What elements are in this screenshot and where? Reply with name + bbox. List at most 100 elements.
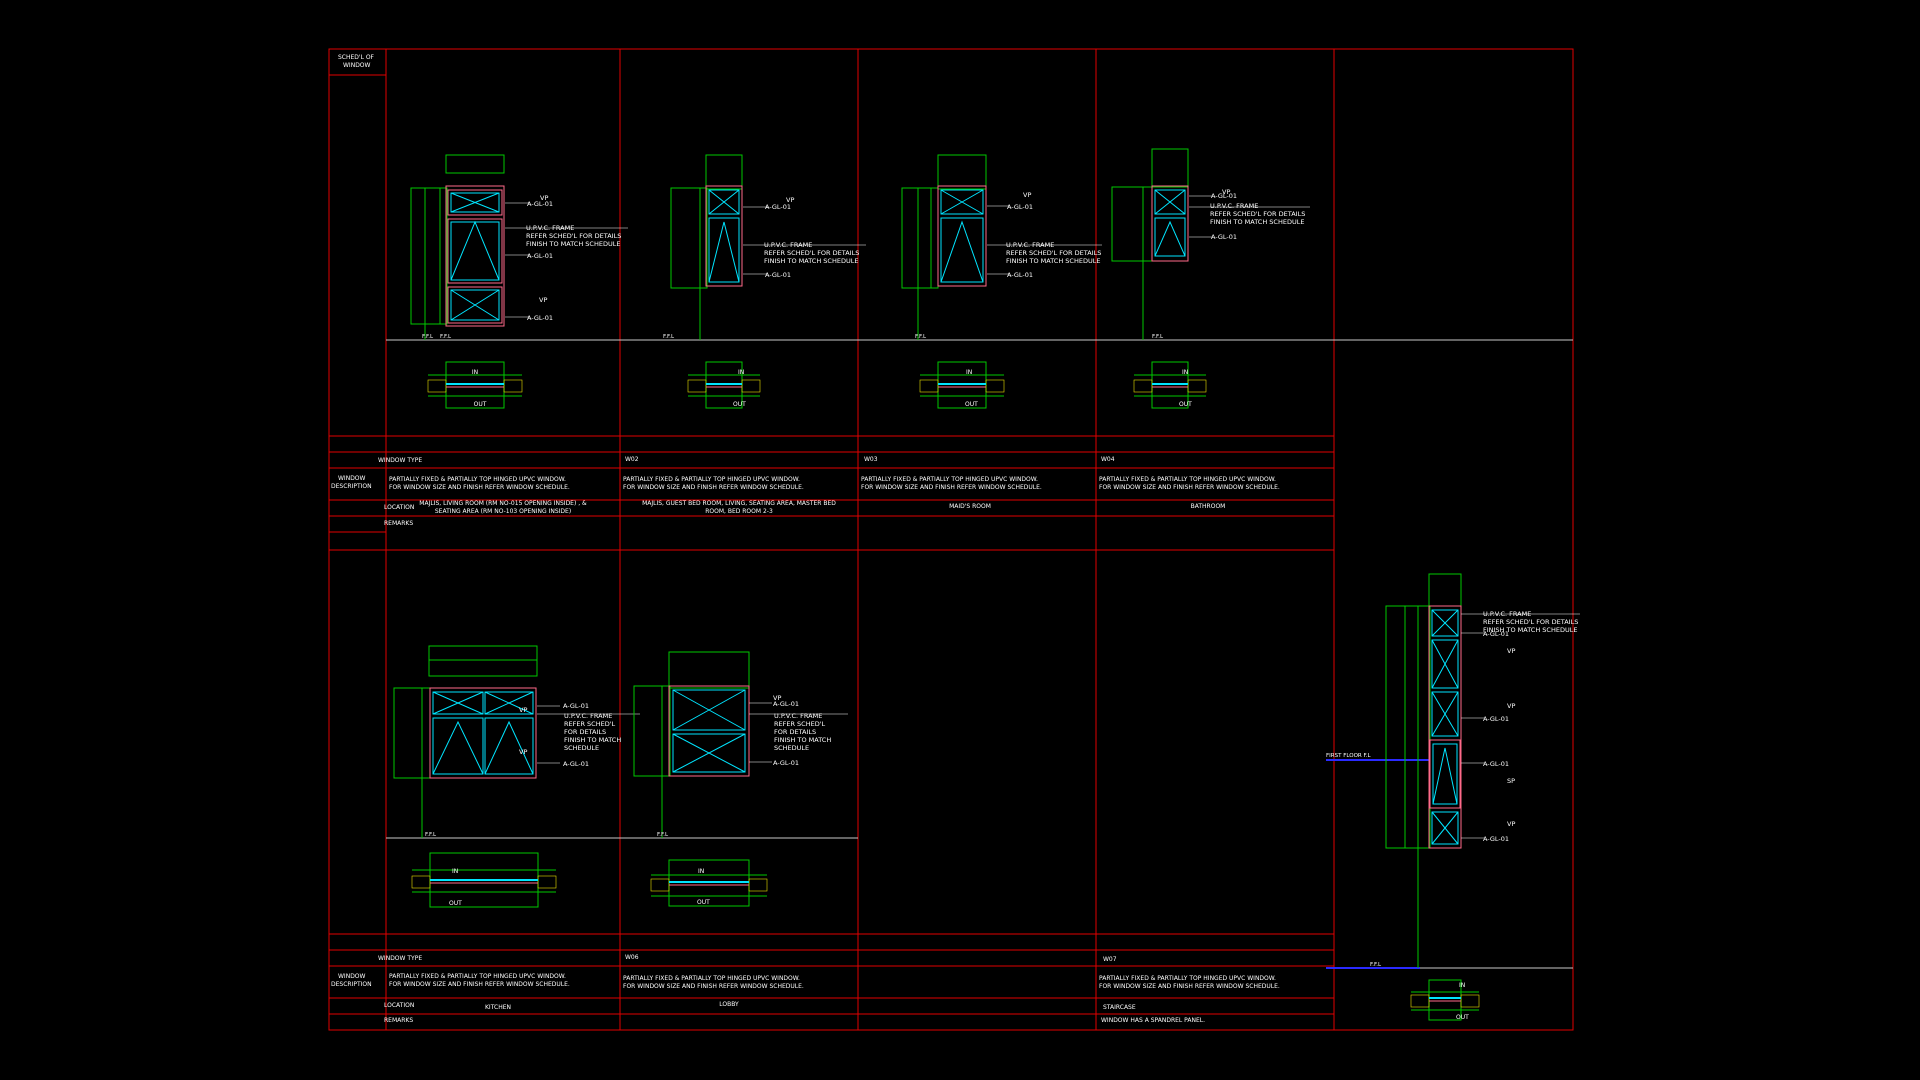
w05-in: IN (452, 868, 458, 875)
w03-out: OUT (965, 401, 978, 408)
w04-glass-2: A-GL-01 (1211, 233, 1237, 241)
w06-frame-1: U.P.V.C. FRAME (774, 712, 822, 720)
loc-3: MAID'S ROOM (949, 503, 991, 510)
w07-ffl: F.F.L (1370, 962, 1382, 968)
w07-vp-1: VP (1507, 647, 1515, 655)
type-col-7: W07 (1103, 956, 1117, 963)
w05-callouts: VP VP A-GL-01 U.P.V.C. FRAME REFER SCHED… (425, 702, 621, 838)
floor-lines (386, 339, 1573, 969)
w05-out: OUT (449, 900, 462, 907)
w02-out: OUT (733, 401, 746, 408)
window-w03-plan: IN OUT (919, 361, 1005, 409)
w07-in: IN (1459, 982, 1465, 989)
w02-in: IN (738, 369, 744, 376)
window-w06-elevation (633, 651, 848, 838)
w03-in: IN (966, 369, 972, 376)
label-description-2b: DESCRIPTION (331, 981, 372, 988)
w07-out: OUT (1456, 1014, 1469, 1021)
w02-glass-2: A-GL-01 (765, 271, 791, 279)
desc-4-line-2: FOR WINDOW SIZE AND FINISH REFER WINDOW … (1099, 484, 1280, 491)
w04-frame-3: FINISH TO MATCH SCHEDULE (1210, 218, 1304, 226)
desc-1-line-1: PARTIALLY FIXED & PARTIALLY TOP HINGED U… (389, 476, 566, 483)
window-w07-elevation (1385, 573, 1580, 968)
loc-5: KITCHEN (485, 1004, 511, 1011)
w01-frame-1: U.P.V.C. FRAME (526, 224, 574, 232)
desc-2-line-2: FOR WINDOW SIZE AND FINISH REFER WINDOW … (623, 484, 804, 491)
w06-in: IN (698, 868, 704, 875)
w01-in: IN (472, 369, 478, 376)
w06-vp: VP (773, 694, 781, 702)
w03-frame-1: U.P.V.C. FRAME (1006, 241, 1054, 249)
w01-frame-3: FINISH TO MATCH SCHEDULE (526, 240, 620, 248)
w05-frame-2: REFER SCHED'L (564, 720, 616, 728)
w07-frame-3: FINISH TO MATCH SCHEDULE (1483, 626, 1577, 634)
label-window-type: WINDOW TYPE (378, 457, 422, 464)
w02-ffl: F.F.L (663, 334, 675, 340)
w04-out: OUT (1179, 401, 1192, 408)
label-remarks-2: REMARKS (384, 1017, 413, 1024)
w01-glass-2: A-GL-01 (527, 252, 553, 260)
window-w07-plan: IN OUT (1410, 979, 1480, 1021)
desc-3-line-1: PARTIALLY FIXED & PARTIALLY TOP HINGED U… (861, 476, 1038, 483)
desc-4-line-1: PARTIALLY FIXED & PARTIALLY TOP HINGED U… (1099, 476, 1276, 483)
label-description-1b: WINDOW (338, 973, 366, 980)
w01-frame-2: REFER SCHED'L FOR DETAILS (526, 232, 621, 240)
window-w04-plan: IN OUT (1133, 361, 1207, 409)
loc-2-line-2: ROOM, BED ROOM 2-3 (705, 508, 773, 515)
w07-frame-2: REFER SCHED'L FOR DETAILS (1483, 618, 1578, 626)
w02-frame-3: FINISH TO MATCH SCHEDULE (764, 257, 858, 265)
w06-glass-1: A-GL-01 (773, 700, 799, 708)
w06-frame-4: FINISH TO MATCH (774, 736, 831, 744)
w07-glass-2: A-GL-01 (1483, 715, 1509, 723)
w05-frame-5: SCHEDULE (564, 744, 599, 752)
desc-3-line-2: FOR WINDOW SIZE AND FINISH REFER WINDOW … (861, 484, 1042, 491)
w04-frame-1: U.P.V.C. FRAME (1210, 202, 1258, 210)
window-w05-elevation (393, 645, 640, 838)
w05-frame-1: U.P.V.C. FRAME (564, 712, 612, 720)
loc-4: BATHROOM (1191, 503, 1226, 510)
w05-glass-1: A-GL-01 (563, 702, 589, 710)
w04-callouts: VP A-GL-01 U.P.V.C. FRAME REFER SCHED'L … (1152, 188, 1305, 340)
w05-frame-4: FINISH TO MATCH (564, 736, 621, 744)
w04-in: IN (1182, 369, 1188, 376)
w01-callouts: VP A-GL-01 U.P.V.C. FRAME REFER SCHED'L … (422, 194, 621, 340)
desc-6-line-2: FOR WINDOW SIZE AND FINISH REFER WINDOW … (623, 983, 804, 990)
w03-callouts: VP A-GL-01 U.P.V.C. FRAME REFER SCHED'L … (915, 191, 1101, 340)
w02-glass-1: A-GL-01 (765, 203, 791, 211)
loc-7: STAIRCASE (1103, 1004, 1136, 1011)
w07-vp-2: VP (1507, 702, 1515, 710)
window-w03-elevation (901, 154, 1102, 340)
w07-callouts: U.P.V.C. FRAME REFER SCHED'L FOR DETAILS… (1326, 610, 1578, 968)
type-col-6: W06 (625, 954, 639, 961)
window-w06-plan: IN OUT (650, 859, 768, 907)
w04-glass-1: A-GL-01 (1211, 192, 1237, 200)
w02-callouts: VP A-GL-01 U.P.V.C. FRAME REFER SCHED'L … (663, 196, 859, 340)
window-w02-plan: IN OUT (687, 361, 761, 409)
desc-6-line-1: PARTIALLY FIXED & PARTIALLY TOP HINGED U… (623, 975, 800, 982)
type-col-3: W03 (864, 456, 878, 463)
w07-sp: SP (1507, 777, 1515, 785)
top-table-text: W02 W03 W04 PARTIALLY FIXED & PARTIALLY … (389, 456, 1280, 515)
w06-callouts: VP A-GL-01 U.P.V.C. FRAME REFER SCHED'L … (657, 694, 831, 838)
w01-out: OUT (474, 401, 487, 408)
desc-7-line-1: PARTIALLY FIXED & PARTIALLY TOP HINGED U… (1099, 975, 1276, 982)
w06-frame-5: SCHEDULE (774, 744, 809, 752)
window-w01-elevation (410, 154, 628, 340)
desc-2-line-1: PARTIALLY FIXED & PARTIALLY TOP HINGED U… (623, 476, 800, 483)
w06-out: OUT (697, 899, 710, 906)
loc-1-line-1: MAJLIS, LIVING ROOM (RM NO-015 OPENING I… (419, 500, 587, 507)
schedule-header-1: SCHED'L OF (338, 54, 375, 61)
w03-frame-2: REFER SCHED'L FOR DETAILS (1006, 249, 1101, 257)
type-col-2: W02 (625, 456, 639, 463)
sheet-labels: SCHED'L OF WINDOW WINDOW TYPE WINDOW DES… (331, 54, 422, 1024)
w06-ffl: F.F.L (657, 832, 669, 838)
w04-vp: VP (1222, 188, 1230, 196)
w05-ffl: F.F.L (425, 832, 437, 838)
w07-vp-3: VP (1507, 820, 1515, 828)
type-col-4: W04 (1101, 456, 1115, 463)
w01-glass-3: A-GL-01 (527, 314, 553, 322)
w07-glass-3: A-GL-01 (1483, 760, 1509, 768)
label-description-1: WINDOW (338, 475, 366, 482)
label-description-2: DESCRIPTION (331, 483, 372, 490)
